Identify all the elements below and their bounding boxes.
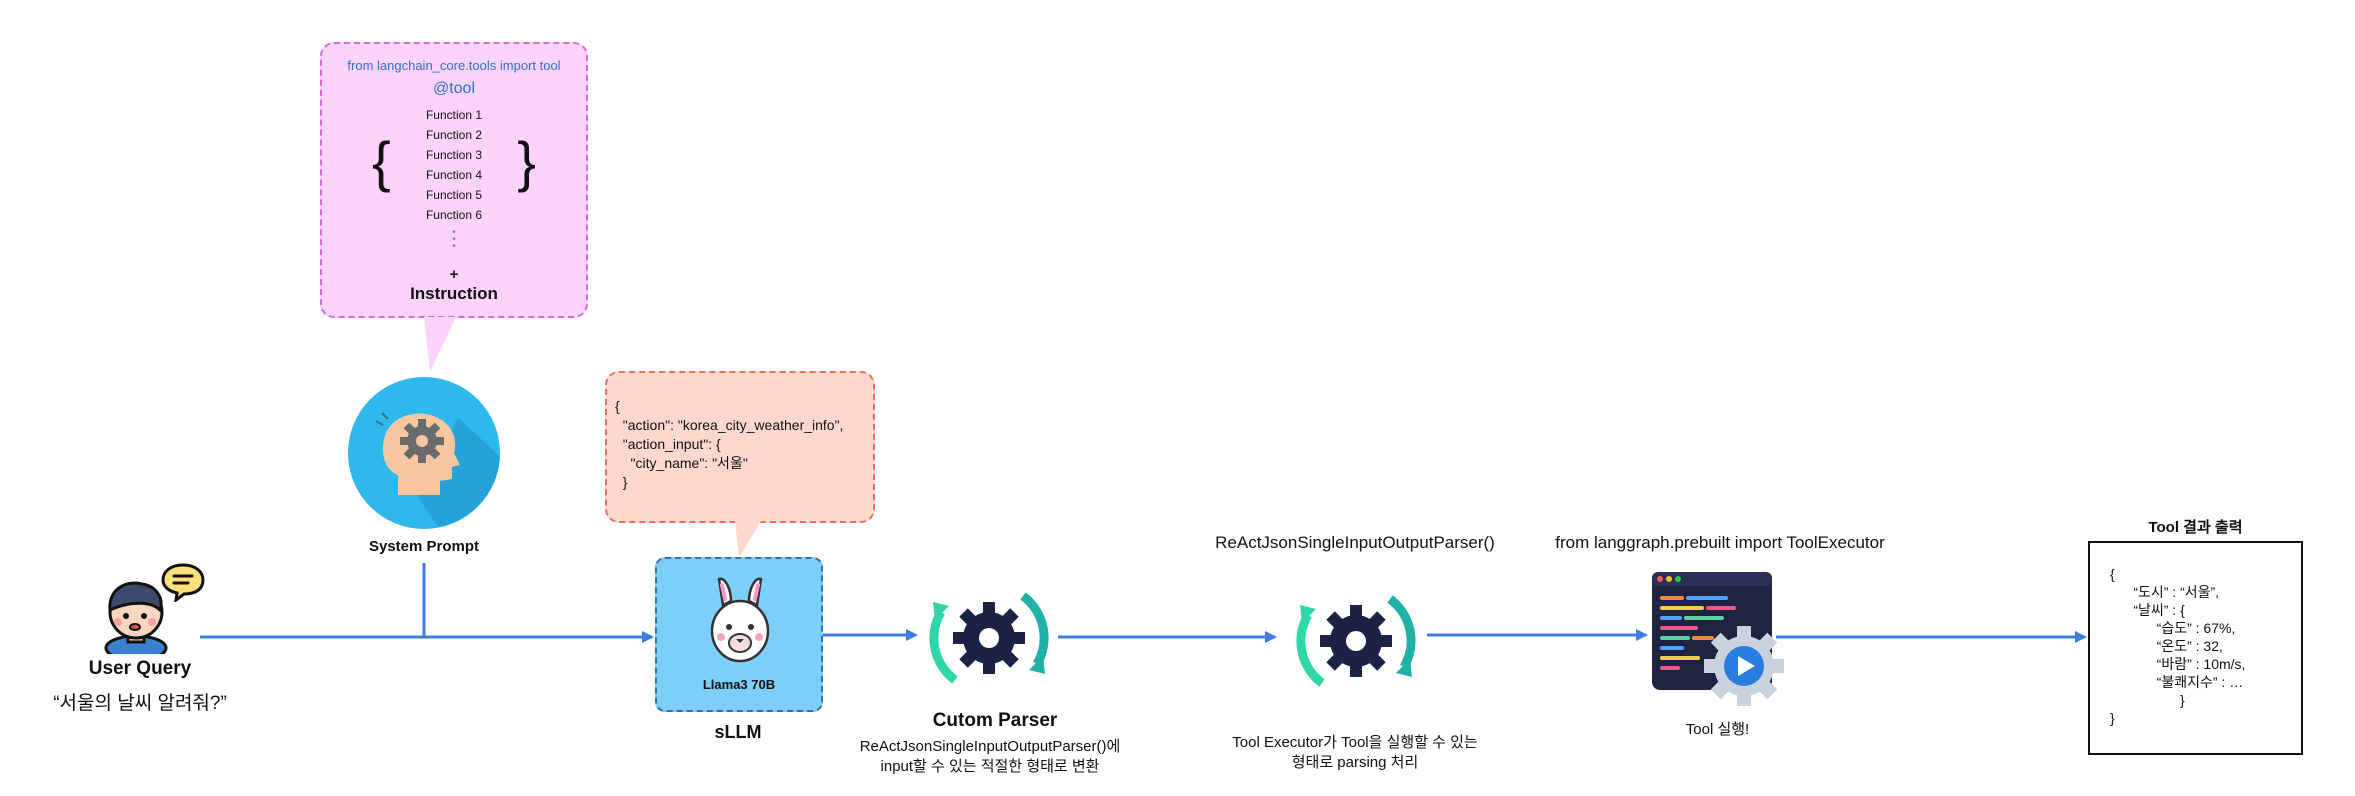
result-line: “불쾌지수” : … <box>2110 674 2244 690</box>
gear-cycle-icon <box>1290 575 1422 707</box>
head-gear-icon <box>348 377 500 529</box>
llm-json-output-box: { "action": "korea_city_weather_info", "… <box>605 371 875 523</box>
instruction-label: Instruction <box>410 284 498 303</box>
speech-bubble-icon <box>160 562 206 604</box>
function-item: Function 2 <box>425 128 483 142</box>
result-line: } <box>2110 710 2115 726</box>
custom-parser-title: Cutom Parser <box>932 710 1058 731</box>
user-query-title: User Query <box>88 658 192 679</box>
json-line: "action_input": { <box>615 436 721 452</box>
executor-parser-header: ReActJsonSingleInputOutputParser() <box>1215 533 1495 552</box>
json-box-pointer <box>735 521 761 558</box>
custom-parser-desc-2: input할 수 있는 적절한 형태로 변환 <box>880 758 1100 775</box>
tool-result-box: { “도시” : “서울”, “날씨” : { “습도” : 67%, “온도”… <box>2088 541 2303 755</box>
result-line: { <box>2110 566 2115 582</box>
tool-definition-box: from langchain_core.tools import tool @t… <box>320 42 588 318</box>
right-brace: } <box>517 130 536 193</box>
function-item: Function 6 <box>425 208 483 222</box>
sllm-model-box: Llama3 70B <box>655 557 823 712</box>
result-line: “바람” : 10m/s, <box>2110 656 2246 672</box>
function-item: Function 1 <box>425 108 483 122</box>
llama-icon <box>707 575 773 665</box>
user-query-text: “서울의 날씨 알려줘?” <box>53 693 227 714</box>
function-item: Function 5 <box>425 188 483 202</box>
code-window-icon <box>1652 572 1786 708</box>
ellipsis-dots: ••• <box>452 227 456 252</box>
left-brace: { <box>372 130 391 193</box>
custom-parser-desc-1: ReActJsonSingleInputOutputParser()에 <box>859 738 1121 755</box>
result-line: “습도” : 67%, <box>2110 620 2236 636</box>
json-line: "action": "korea_city_weather_info", <box>615 417 844 433</box>
plus-sign: + <box>449 266 459 283</box>
llama-model-label: Llama3 70B <box>702 677 776 692</box>
tool-result-title: Tool 결과 출력 <box>2148 519 2243 536</box>
function-list: Function 1 Function 2 Function 3 Functio… <box>322 105 586 225</box>
tool-executor-header: from langgraph.prebuilt import ToolExecu… <box>1555 533 1885 552</box>
tool-executor-label: Tool 실행! <box>1685 721 1750 738</box>
result-line: “온도” : 32, <box>2110 638 2223 654</box>
result-line: “날씨” : { <box>2110 602 2185 618</box>
tool-box-pointer <box>424 317 456 372</box>
result-line: } <box>2110 692 2185 708</box>
sllm-label: sLLM <box>714 722 762 742</box>
json-line: "city_name": "서울" <box>615 455 748 471</box>
system-prompt-label: System Prompt <box>368 538 480 555</box>
gear-cycle-icon <box>923 572 1055 704</box>
tool-import-line: from langchain_core.tools import tool <box>347 58 561 73</box>
json-line: } <box>615 474 628 490</box>
executor-parser-desc-2: 형태로 parsing 처리 <box>1291 754 1419 771</box>
tool-decorator: @tool <box>432 80 476 97</box>
function-item: Function 4 <box>425 168 483 182</box>
executor-parser-desc-1: Tool Executor가 Tool을 실행할 수 있는 <box>1232 734 1478 751</box>
json-line: { <box>615 398 620 414</box>
result-line: “도시” : “서울”, <box>2110 584 2220 600</box>
user-avatar-icon <box>98 562 206 662</box>
function-item: Function 3 <box>425 148 483 162</box>
